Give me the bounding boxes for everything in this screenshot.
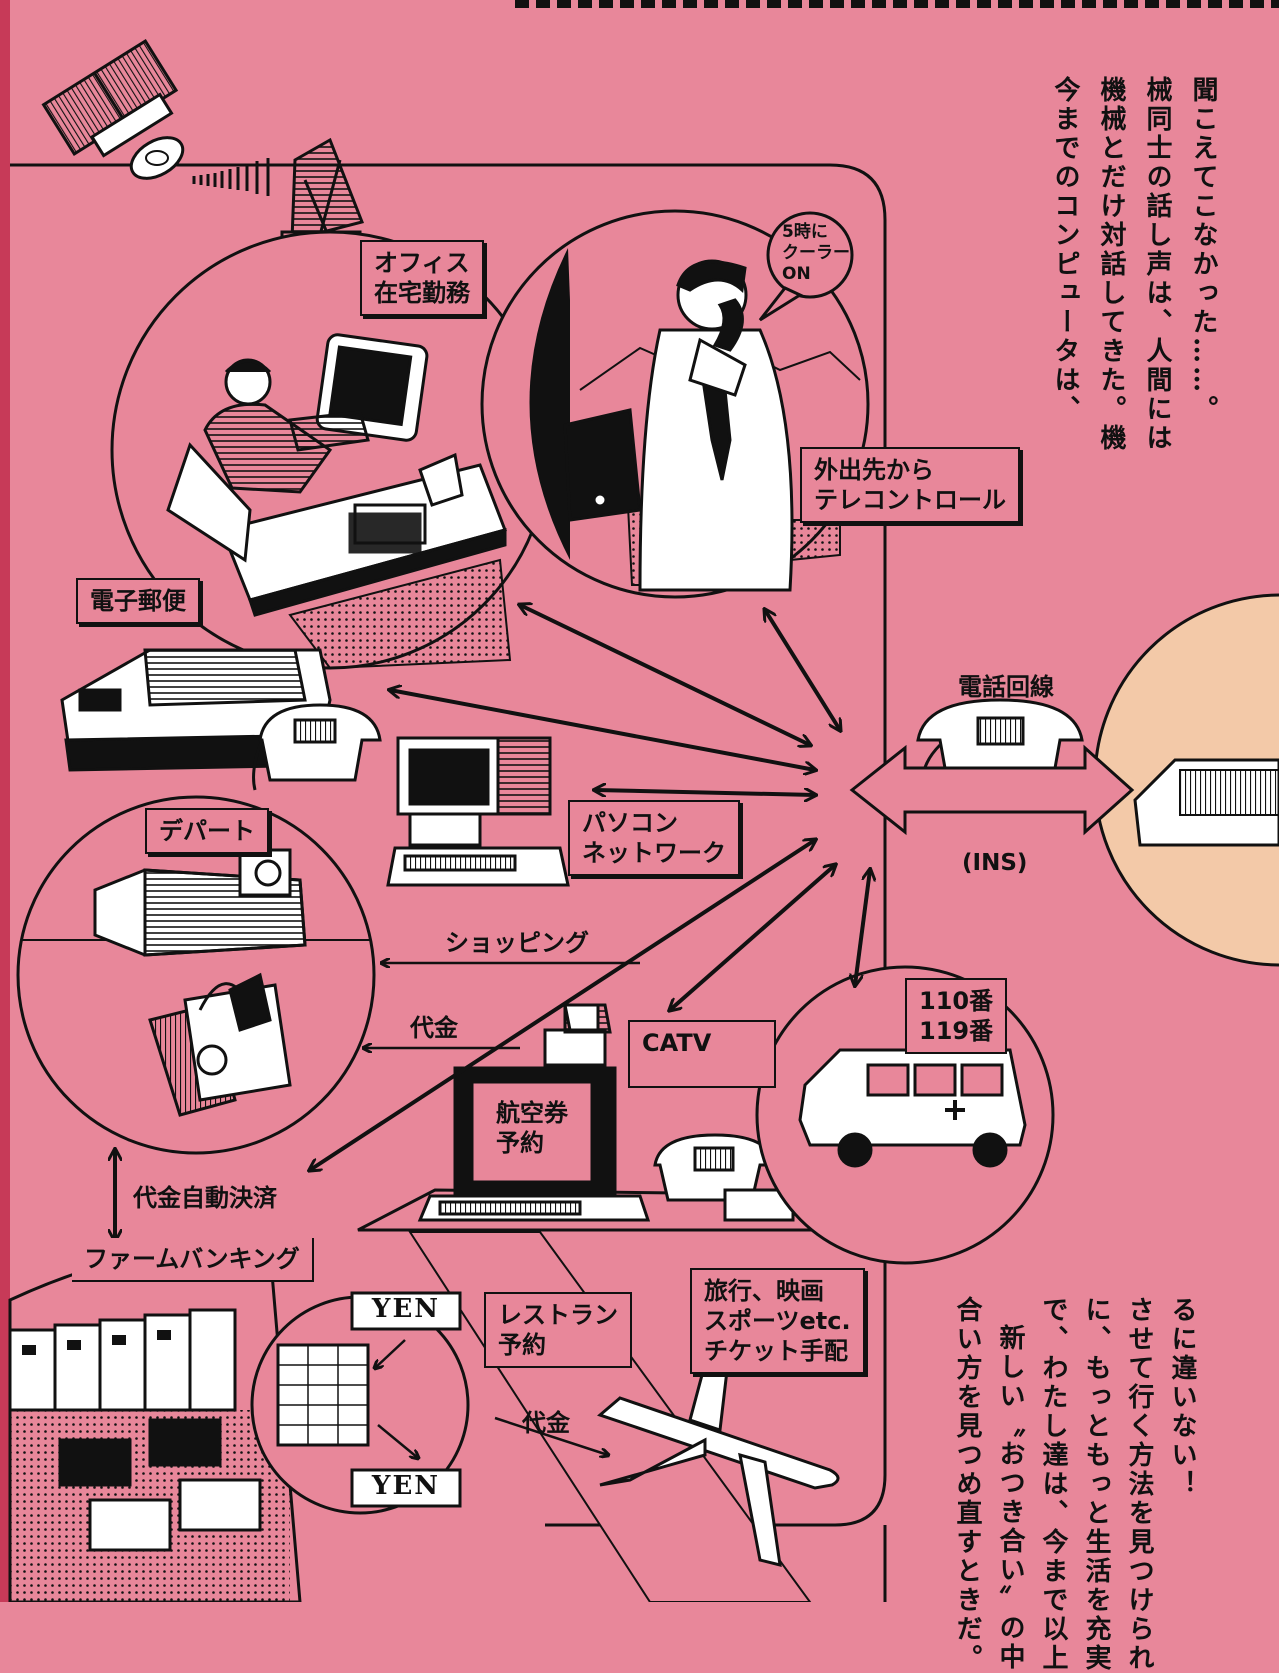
- closing-text-column: るに違いない！ させて行く方法を見つけられ に、もっともっと生活を充実 で、わた…: [945, 1272, 1246, 1673]
- telecontrol-label: 外出先から テレコントロール: [800, 447, 1020, 523]
- closing-line-6: るに違いない！: [1167, 1296, 1197, 1500]
- yen-box-bottom: [350, 1468, 462, 1508]
- banking-scene: [250, 1291, 470, 1515]
- ins-double-arrow: [849, 744, 1135, 836]
- flow-arrows: [364, 963, 640, 1455]
- intro-line-4: 聞こえてこなかった……。: [1188, 76, 1218, 425]
- telephone-icon: [252, 703, 382, 791]
- network-arrows: [115, 605, 870, 1240]
- intro-line-1: 今までのコンピュータは、: [1050, 76, 1080, 425]
- speech-bubble: [758, 211, 854, 322]
- network-diagram: [0, 0, 1279, 1602]
- yen-box-top: [350, 1291, 462, 1331]
- telephone-icon: [563, 408, 642, 522]
- ambulance-icon: [798, 1048, 1027, 1168]
- payment-2-label: 代金: [522, 1409, 570, 1437]
- printer-icon: [543, 1003, 612, 1067]
- office-label: オフィス 在宅勤務: [360, 240, 484, 316]
- intro-text-column: 聞こえてこなかった……。 械同士の話し声は、人間には 機械とだけ対話してきた。機…: [1042, 52, 1272, 453]
- bank-computers-icon: [8, 1245, 302, 1602]
- personal-computer-icon: [386, 736, 570, 887]
- firm-banking-label: ファームバンキング: [72, 1238, 314, 1282]
- ledger-icon: [276, 1343, 370, 1447]
- home-device-scene: [1093, 593, 1279, 967]
- shopping-label: ショッピング: [445, 929, 589, 957]
- office-worker-figure: [166, 358, 333, 563]
- department-store-icon: [93, 848, 307, 957]
- department-store-label: デパート: [145, 808, 269, 854]
- closing-line-3: で、わたし達は、今まで以上: [1038, 1296, 1068, 1673]
- email-label: 電子郵便: [76, 578, 200, 624]
- left-edge-strip: [0, 0, 10, 1602]
- travel-label: 旅行、映画 スポーツetc. チケット手配: [690, 1268, 865, 1374]
- pc-network-label: パソコン ネットワーク: [568, 800, 740, 876]
- intro-line-3: 械同士の話し声は、人間には: [1142, 76, 1172, 454]
- shopping-bags-icon: [148, 972, 292, 1117]
- restaurant-label: レストラン 予約: [484, 1292, 632, 1368]
- computer-terminal-icon: [219, 333, 507, 617]
- closing-line-4: に、もっともっと生活を充実: [1081, 1296, 1111, 1673]
- catv-label: CATV: [628, 1020, 776, 1088]
- emergency-label: 110番 119番: [905, 978, 1008, 1054]
- payment-label: 代金: [410, 1014, 458, 1042]
- speech-bubble-text: 5時に クーラー ON: [782, 222, 850, 284]
- office-scene: [110, 230, 550, 670]
- closing-line-2: 新しい〝おつき合い〟の中: [995, 1324, 1025, 1673]
- intro-line-2: 機械とだけ対話してきた。機: [1096, 76, 1126, 454]
- closing-line-1: 合い方を見つめ直すときだ。: [952, 1296, 982, 1673]
- yen-top-label: YEN: [371, 1294, 441, 1324]
- telephone-icon: [916, 698, 1084, 801]
- department-store-scene: [16, 795, 376, 1155]
- network-hub-frame: [10, 163, 887, 1602]
- air-ticket-label: 航空券 予約: [496, 1099, 568, 1157]
- phone-line-label: 電話回線: [958, 673, 1054, 701]
- signal-waves: [192, 158, 270, 196]
- yen-bottom-label: YEN: [371, 1471, 441, 1501]
- ins-label: (INS): [962, 850, 1028, 876]
- payment-auto-label: 代金自動決済: [133, 1184, 277, 1212]
- closing-line-5: させて行く方法を見つけられ: [1124, 1296, 1154, 1673]
- businessman-figure: [638, 259, 794, 592]
- satellite-icon: [41, 39, 270, 196]
- dish-antenna-icon: [280, 137, 365, 248]
